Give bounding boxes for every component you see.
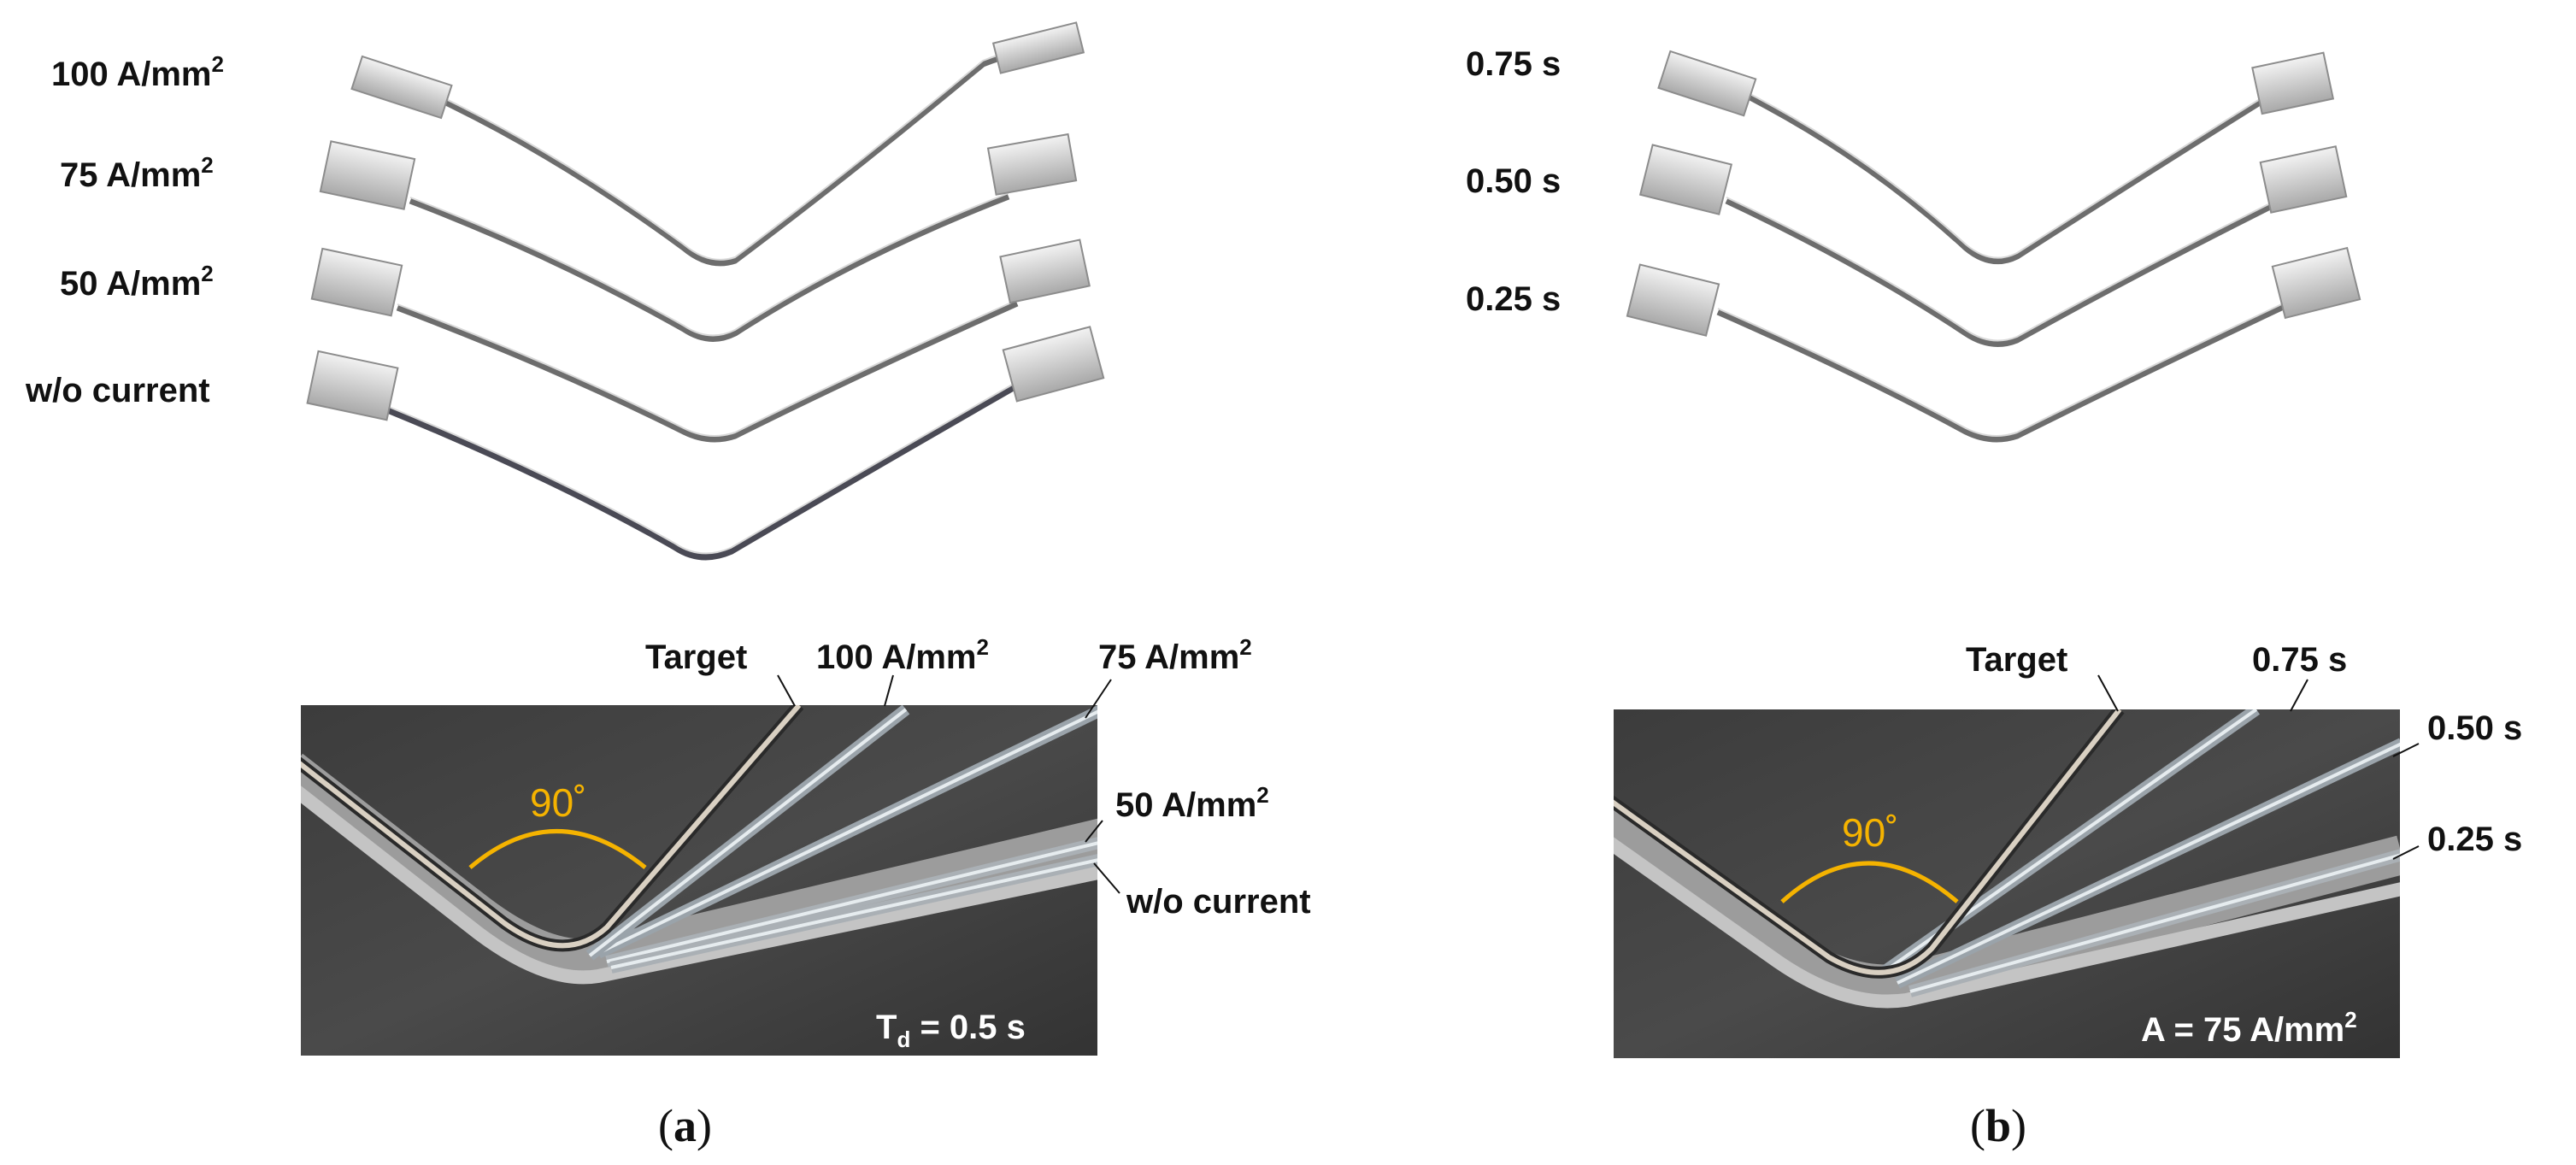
specimen-label-a-50: 50 A/mm2 [60,261,214,303]
specimen-label-a-75: 75 A/mm2 [60,152,214,194]
specimen-a-75 [319,132,1078,342]
specimen-label-b-025: 0.25 s [1466,280,1561,318]
panel-b-detail: 90˚ A = 75 A/mm2 Target 0.75 s 0.50 s 0.… [1614,641,2522,1058]
specimen-label-b-075: 0.75 s [1466,45,1561,83]
specimen-a-none [306,326,1105,561]
param-label-b: A = 75 A/mm2 [2141,1007,2357,1049]
angle-arc-b [1780,861,1959,903]
panel-b-specimen-labels: 0.75 s 0.50 s 0.25 s [1466,45,1561,318]
line-label-a-75: 75 A/mm2 [1098,634,1252,676]
caption-a: (a) [658,1100,712,1151]
specimen-label-b-050: 0.50 s [1466,162,1561,200]
specimen-label-a-none: w/o current [25,372,210,409]
angle-arc-a [468,829,647,869]
line-label-a-none: w/o current [1126,883,1311,921]
specimen-b-050 [1638,144,2348,347]
line-label-a-50: 50 A/mm2 [1115,782,1269,824]
specimen-a-100 [350,21,1085,267]
panel-b-specimens [1626,50,2361,443]
param-label-a: Td = 0.5 s [876,1009,1026,1052]
specimen-b-025 [1626,246,2361,443]
line-label-b-075: 0.75 s [2252,641,2347,679]
panel-a-specimens [306,21,1105,561]
panel-a-detail: 90˚ Td = 0.5 s Target 100 A/mm2 75 A/mm2… [301,634,1311,1056]
target-label-a: Target [645,638,747,676]
angle-label-b: 90˚ [1842,810,1898,855]
line-label-b-050: 0.50 s [2427,709,2522,747]
specimen-b-075 [1657,50,2335,265]
panel-a-specimen-labels: 100 A/mm2 75 A/mm2 50 A/mm2 w/o current [25,51,224,409]
specimen-label-a-100: 100 A/mm2 [51,51,224,93]
line-label-a-100: 100 A/mm2 [816,634,989,676]
specimen-a-50 [310,238,1091,443]
line-label-b-025: 0.25 s [2427,821,2522,858]
target-label-b: Target [1966,641,2067,679]
caption-b: (b) [1970,1100,2026,1151]
angle-label-a: 90˚ [530,780,586,825]
